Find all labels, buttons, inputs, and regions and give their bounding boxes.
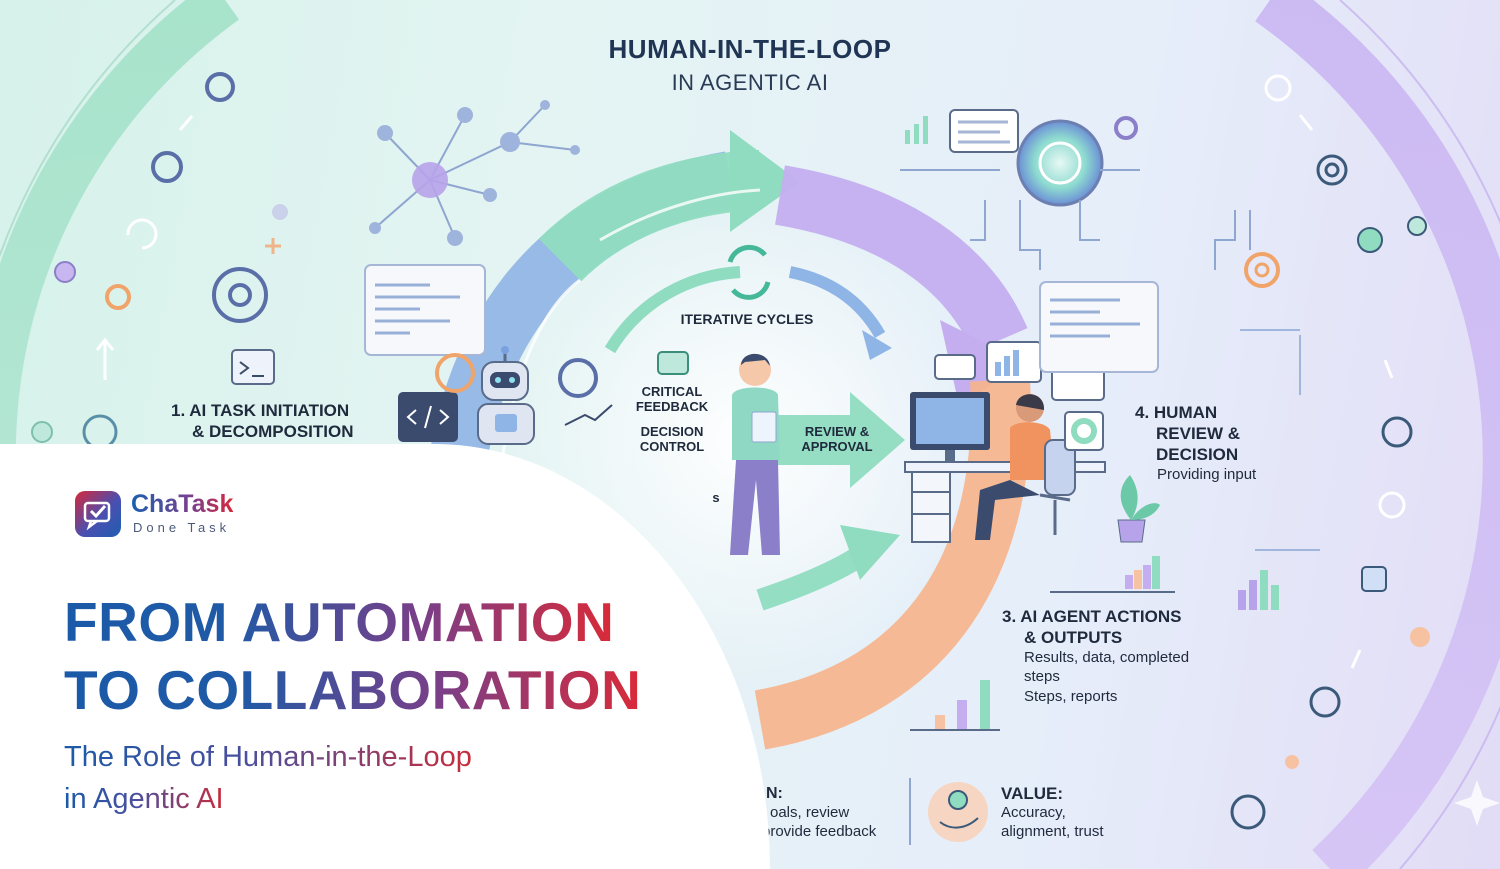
person-icon xyxy=(730,353,780,555)
decision-control-line2: CONTROL xyxy=(639,439,705,454)
brand-name: ChaTask xyxy=(131,490,234,518)
review-approval-line2: APPROVAL xyxy=(801,439,873,454)
value-line1: Accuracy, xyxy=(1001,804,1066,821)
subheadline-line1: The Role of Human-in-the-Loop xyxy=(64,741,472,773)
value-line2: alignment, trust xyxy=(1001,823,1104,840)
brand-logo-icon xyxy=(75,491,121,537)
step4-title-line2: REVIEW & xyxy=(1156,424,1241,443)
headline-line2: TO COLLABORATION xyxy=(64,659,642,721)
critical-feedback-line1: CRITICAL xyxy=(641,384,703,399)
step1-title-line2: & DECOMPOSITION xyxy=(192,422,354,441)
diagram-title: HUMAN-IN-THE-LOOP xyxy=(608,34,892,64)
step4-desc: Providing input xyxy=(1157,466,1257,483)
role-partial-line1: oals, review xyxy=(770,804,850,821)
critical-feedback-line2: FEEDBACK xyxy=(635,399,709,414)
brand-tagline: Done Task xyxy=(133,520,231,535)
step1-title-line1: 1. AI TASK INITIATION xyxy=(171,401,350,420)
desk-scene xyxy=(904,392,1106,543)
value-title: VALUE: xyxy=(1001,784,1064,803)
step3-desc-line2: steps xyxy=(1024,668,1060,685)
step3-title-line1: 3. AI AGENT ACTIONS xyxy=(1002,607,1182,626)
role-partial-line2: provide feedback xyxy=(762,823,877,840)
plant-icon xyxy=(1117,475,1160,543)
step4-title-line3: DECISION xyxy=(1156,445,1239,464)
partial-label: s xyxy=(712,490,720,505)
robot-icon xyxy=(477,346,535,445)
step4-title-line1: 4. HUMAN xyxy=(1135,403,1218,422)
headline-line1: FROM AUTOMATION xyxy=(64,591,615,653)
step3-desc-line3: Steps, reports xyxy=(1024,688,1118,705)
iterative-cycles-label: ITERATIVE CYCLES xyxy=(680,311,814,327)
role-partial-title: N: xyxy=(766,785,783,802)
step3-title-line2: & OUTPUTS xyxy=(1024,628,1123,647)
review-approval-line1: REVIEW & xyxy=(804,424,870,439)
step3-desc-line1: Results, data, completed xyxy=(1024,649,1190,666)
decision-control-line1: DECISION xyxy=(640,424,704,439)
subheadline-line2: in Agentic AI xyxy=(64,783,224,815)
diagram-subtitle: IN AGENTIC AI xyxy=(671,70,829,95)
